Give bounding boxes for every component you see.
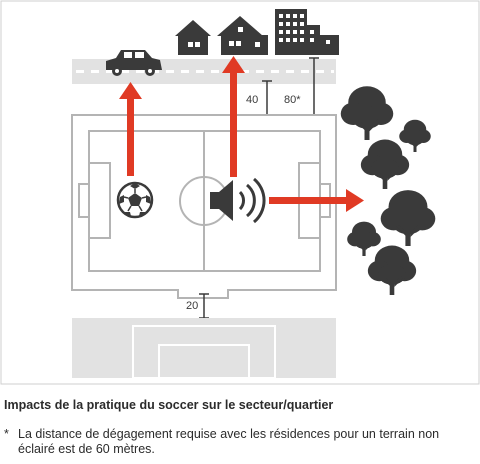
figure-border: [0, 0, 480, 385]
house-icon: [217, 16, 268, 55]
distance-label-road: 40: [246, 94, 258, 106]
tree-icon: [340, 86, 394, 140]
tree-icon: [347, 221, 381, 256]
arrow-sound-to-trees: [269, 189, 364, 212]
neighbor-field: [72, 318, 336, 379]
building-icon: [275, 9, 339, 55]
distance-label-houses: 80*: [284, 94, 301, 106]
footnote-marker: *: [4, 427, 9, 441]
tree-icon: [380, 190, 436, 246]
distance-label-neighbor: 20: [186, 300, 198, 312]
soccer-ball-icon: [116, 181, 154, 219]
tree-icon: [367, 245, 417, 295]
figure-footnote: * La distance de dégagement requise avec …: [4, 427, 476, 457]
car-icon: [106, 50, 162, 76]
soccer-field: [71, 114, 337, 299]
distance-bracket-road: [262, 80, 272, 116]
house-icon: [175, 20, 211, 55]
tree-icon: [360, 139, 410, 189]
tree-icon: [399, 119, 431, 152]
footnote-text: La distance de dégagement requise avec l…: [18, 427, 440, 456]
arrow-sound-to-houses: [222, 56, 245, 177]
figure-caption: Impacts de la pratique du soccer sur le …: [4, 398, 334, 412]
arrow-ball-to-road: [119, 82, 142, 176]
speaker-sound-icon: [210, 177, 266, 224]
